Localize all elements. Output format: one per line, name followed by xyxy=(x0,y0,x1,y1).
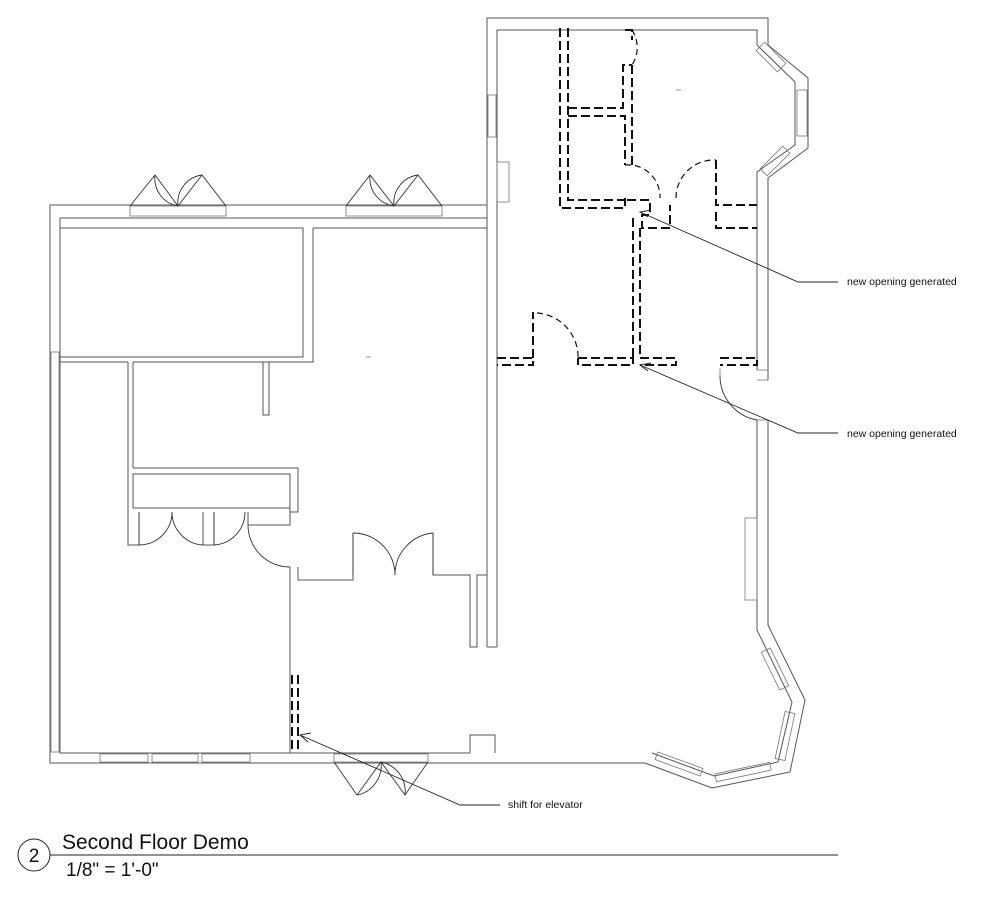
annotation-group: new opening generated new opening genera… xyxy=(299,209,957,811)
leader-arrow-2 xyxy=(638,362,652,372)
annotation-new-opening-2: new opening generated xyxy=(847,428,957,440)
drawing-title: Second Floor Demo xyxy=(62,831,249,854)
demo-door-swings xyxy=(536,29,768,421)
annotation-new-opening-1: new opening generated xyxy=(847,276,957,288)
leader-line-3 xyxy=(299,734,500,806)
leader-line-2 xyxy=(639,364,838,434)
demolition-walls xyxy=(291,28,758,753)
drawing-number: 2 xyxy=(29,846,40,867)
leader-line-1 xyxy=(639,211,838,283)
drawing-scale: 1/8" = 1'-0" xyxy=(66,860,159,881)
title-block: 2 Second Floor Demo 1/8" = 1'-0" xyxy=(17,831,838,881)
bottom-bay-door xyxy=(333,761,429,796)
leader-arrow-3 xyxy=(299,732,312,743)
top-bay-doors xyxy=(129,174,443,207)
interior-walls xyxy=(59,89,681,753)
leader-arrow-1 xyxy=(638,209,652,218)
annotation-shift-for-elevator: shift for elevator xyxy=(508,799,583,811)
exterior-walls xyxy=(49,17,809,789)
